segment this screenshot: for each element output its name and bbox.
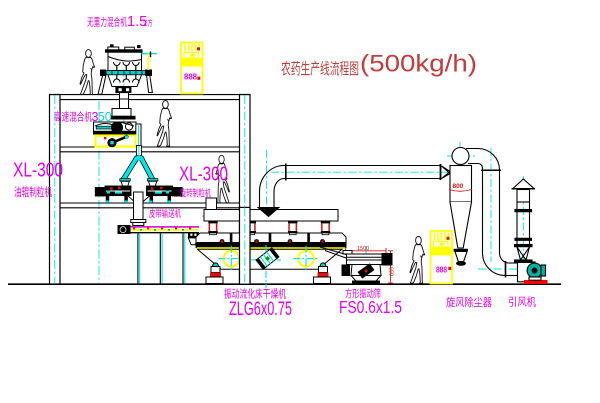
svg-text:立方: 立方	[143, 18, 153, 28]
svg-text:方形振动筛: 方形振动筛	[345, 287, 381, 300]
svg-text:XL-300: XL-300	[179, 164, 228, 186]
svg-text:ZLG6x0.75: ZLG6x0.75	[229, 299, 292, 320]
svg-text:1.5: 1.5	[127, 14, 147, 30]
svg-text:(500kg/h): (500kg/h)	[360, 51, 477, 78]
svg-text:3: 3	[92, 110, 99, 124]
svg-text:高速混合机: 高速混合机	[54, 110, 92, 124]
svg-text:引风机: 引风机	[508, 295, 536, 309]
svg-text:农药生产线流程图: 农药生产线流程图	[281, 60, 359, 78]
svg-text:XL-300: XL-300	[13, 160, 63, 182]
svg-text:1500: 1500	[357, 246, 369, 252]
svg-text:旋风除尘器: 旋风除尘器	[446, 295, 492, 309]
svg-text:振动流化床干燥机: 振动流化床干燥机	[224, 287, 286, 301]
svg-text:888: 888	[184, 72, 197, 82]
svg-text:800: 800	[453, 183, 464, 190]
svg-text:50: 50	[98, 110, 112, 124]
svg-text:无重力混合机: 无重力混合机	[87, 16, 127, 29]
svg-text:650: 650	[388, 267, 394, 276]
svg-text:旋转制粒机: 旋转制粒机	[180, 188, 211, 200]
svg-text:888: 888	[436, 265, 447, 275]
svg-text:FS0.6x1.5: FS0.6x1.5	[339, 297, 402, 317]
svg-text:皮带输送机: 皮带输送机	[149, 208, 181, 220]
svg-text:油辊制粒机: 油辊制粒机	[14, 185, 52, 199]
